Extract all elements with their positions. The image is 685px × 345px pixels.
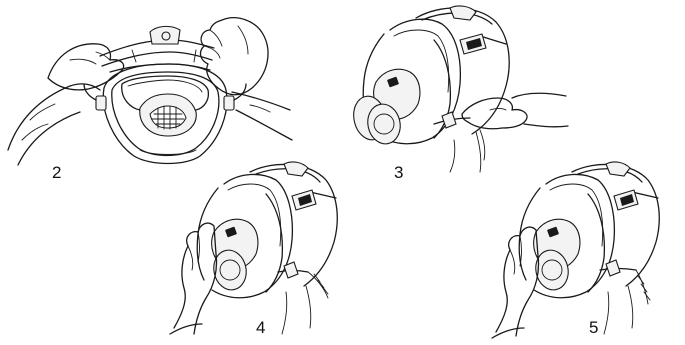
step-4-illustration [160, 158, 360, 345]
step-2-number: 2 [52, 164, 61, 181]
step-5-number: 5 [589, 319, 598, 336]
step-3-illustration [330, 0, 575, 175]
step-2-illustration [0, 0, 300, 175]
hand-pulling-lower-strap-icon [350, 6, 568, 172]
hand-holding-mask-to-face-icon [170, 162, 337, 334]
hands-adjusting-mask-straps-icon [8, 18, 292, 165]
step-5-illustration [490, 158, 685, 345]
step-4-number: 4 [256, 319, 265, 336]
hand-checking-mask-seal-icon [492, 162, 659, 338]
step-3-number: 3 [394, 164, 403, 181]
